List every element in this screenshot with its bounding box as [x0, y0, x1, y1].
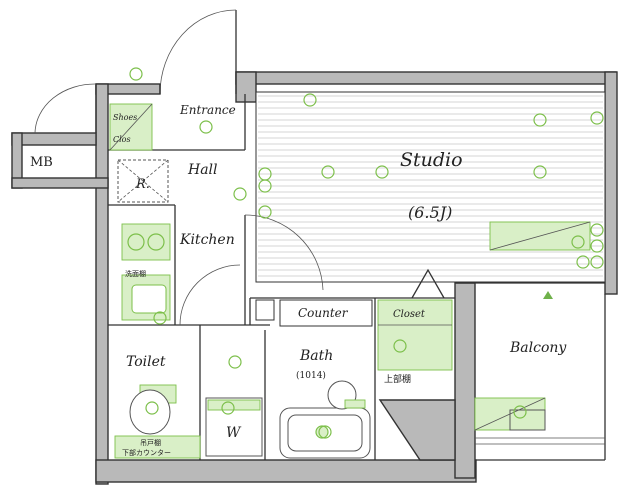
refrigerator-label: R.: [135, 177, 150, 192]
upper-shelf-label: 上部棚: [384, 373, 411, 385]
toilet-counter-label-top: 吊戸棚: [140, 438, 161, 447]
outlet-icon: [393, 339, 407, 353]
outlet-icon: [233, 187, 247, 201]
counter-box: [255, 299, 373, 327]
balcony-marker: [543, 291, 553, 299]
studio-label: Studio: [400, 149, 463, 171]
outlet-icon: [590, 255, 604, 269]
shoes-closet: [109, 103, 153, 151]
studio-floor: [255, 91, 606, 283]
outlet-icon: [199, 120, 213, 134]
hall-label: Hall: [187, 162, 218, 178]
entrance-door: [159, 9, 237, 95]
kitchen-label: Kitchen: [179, 232, 235, 248]
partitions: [108, 94, 606, 461]
outlet-icon: [153, 311, 167, 325]
closet-fixture: [377, 299, 453, 371]
outlet-icon: [321, 165, 335, 179]
outlet-icon: [533, 165, 547, 179]
mb-door: [34, 83, 97, 134]
outlet-icon: [228, 355, 242, 369]
bathtub: [279, 407, 371, 459]
outlet-icon: [129, 67, 143, 81]
closet-label: Closet: [393, 309, 426, 320]
outlet-icon: [576, 255, 590, 269]
outlet-icon: [258, 179, 272, 193]
mb-label: MB: [30, 155, 53, 170]
outlet-icon: [590, 223, 604, 237]
closet-door-marker: [411, 268, 445, 299]
studio-window-shelf: [489, 221, 591, 251]
washer-label: W: [226, 425, 242, 441]
toilet-counter: [114, 435, 201, 459]
outlet-icon: [513, 405, 527, 419]
outlet-icon: [590, 111, 604, 125]
toilet-label: Toilet: [126, 354, 166, 370]
outlet-icon: [258, 205, 272, 219]
outlet-icon: [571, 235, 585, 249]
balcony-railing: [475, 437, 605, 445]
studio-size-label: (6.5J): [408, 203, 452, 222]
sink-shelf-label: 洗面棚: [125, 269, 146, 278]
outlet-icon: [145, 401, 159, 415]
balcony-label: Balcony: [509, 340, 567, 356]
outlet-markers: [129, 67, 604, 439]
shoes-label-bottom: Clos: [113, 135, 131, 144]
bath-label: Bath: [299, 348, 333, 364]
outlet-icon: [590, 239, 604, 253]
outlet-icon: [318, 425, 332, 439]
balcony-ac-unit: [474, 397, 546, 431]
bath-sink: [327, 380, 366, 410]
toilet-fixture: [129, 384, 177, 435]
counter-label: Counter: [298, 306, 349, 320]
labels: MB Entrance Shoes Clos Hall R. Kitchen S…: [30, 103, 567, 457]
refrigerator-space: [117, 159, 169, 203]
outlet-icon: [375, 165, 389, 179]
kitchen-door: [179, 214, 324, 326]
stove: [121, 223, 171, 261]
outlet-icon: [221, 401, 235, 415]
outlet-icon: [303, 93, 317, 107]
outlet-icon: [533, 113, 547, 127]
entrance-label: Entrance: [179, 103, 236, 117]
toilet-counter-label-bottom: 下部カウンター: [122, 448, 171, 457]
shoes-label-top: Shoes: [113, 113, 137, 122]
bath-size-label: (1014): [296, 370, 326, 381]
